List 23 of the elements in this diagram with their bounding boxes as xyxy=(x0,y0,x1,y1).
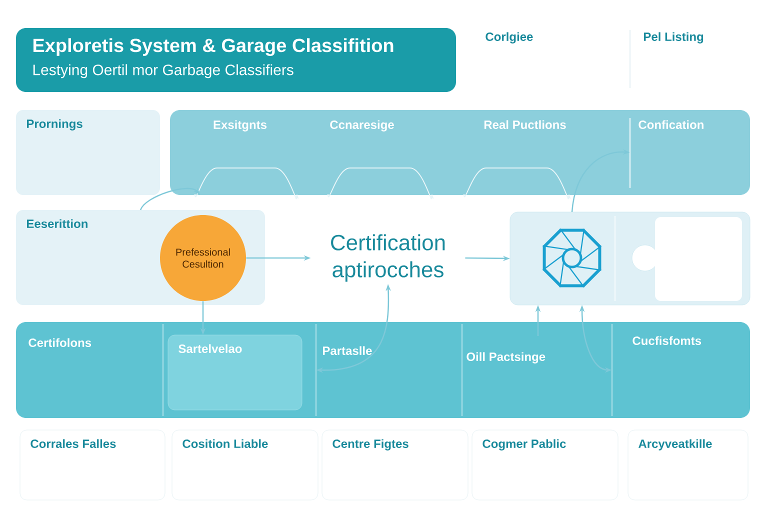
section-heading: Real Puctlions xyxy=(484,120,566,129)
info-card: Arcyveatkille xyxy=(628,430,748,500)
column-heading: Corlgiee xyxy=(486,32,533,44)
info-card: Cogmer Pablic xyxy=(472,430,618,500)
section-heading: Certifolons xyxy=(28,338,92,347)
section-heading: Confication xyxy=(638,120,704,129)
title-banner: Exploretis System & Garage Classifition Lestying Oertil mor Garbage Classifiers xyxy=(16,28,456,92)
section-heading: Partaslle xyxy=(323,346,372,355)
info-card: Sartelvelao xyxy=(168,334,302,410)
section-heading: Cucfisfomts xyxy=(632,336,702,345)
info-card: Prornings xyxy=(16,110,160,195)
band-background xyxy=(170,110,750,195)
info-card: Cosition Liable xyxy=(172,430,318,500)
info-card: Corrales Falles xyxy=(20,430,166,500)
column-heading: Pel Listing xyxy=(644,32,704,44)
center-heading: Certification aptirocches xyxy=(331,234,445,282)
section-heading: Oill Pactsinge xyxy=(466,352,546,364)
section-heading: Ccnaresige xyxy=(330,120,394,132)
section-heading: Exsitgnts xyxy=(214,120,267,132)
octagon-drawing xyxy=(542,228,602,288)
info-card: Centre Figtes xyxy=(322,430,468,500)
card xyxy=(655,217,742,301)
arrow xyxy=(140,188,200,210)
